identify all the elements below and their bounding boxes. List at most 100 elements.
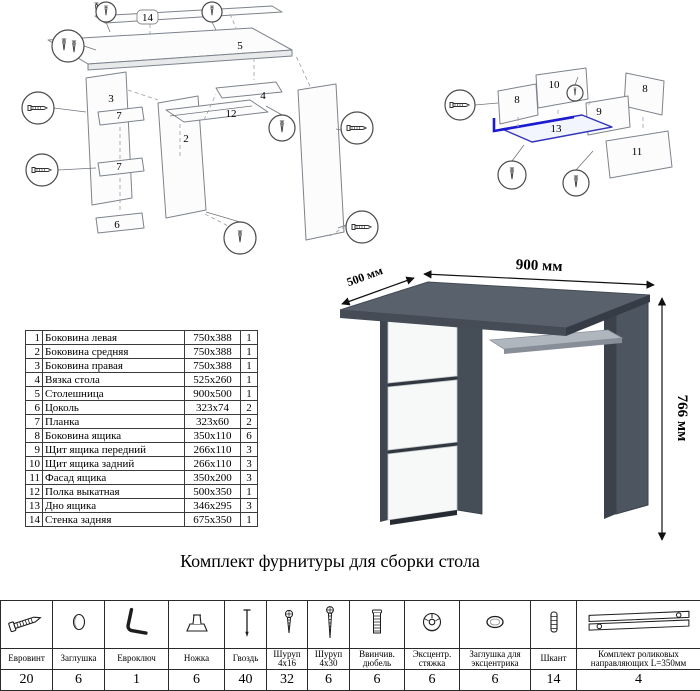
hardware-icon-cell — [350, 601, 405, 649]
drawer-front-2 — [388, 380, 457, 450]
hardware-qty: 6 — [169, 670, 225, 691]
panel-side-left-3 — [86, 72, 132, 205]
part-label-8a: 8 — [514, 94, 520, 106]
exploded-desk-panels — [48, 6, 344, 240]
parts-cell-size: 750x388 — [185, 331, 241, 345]
desk-body — [340, 282, 650, 525]
hardware-kit-title: Комплект фурнитуры для сборки стола — [0, 551, 660, 572]
parts-cell-size: 525x260 — [185, 373, 241, 387]
panel-back-wall-14 — [95, 6, 282, 23]
parts-cell-num: 9 — [26, 443, 43, 457]
hardware-qty: 40 — [225, 670, 267, 691]
hardware-label: Заглушка для эксцентрика — [460, 649, 531, 670]
part-label-11: 11 — [632, 146, 643, 158]
parts-cell-name: Полка выкатная — [43, 485, 185, 499]
hardware-qty: 32 — [267, 670, 308, 691]
part-label-8b: 8 — [642, 83, 648, 95]
parts-cell-qty: 1 — [241, 387, 258, 401]
parts-cell-qty: 1 — [241, 331, 258, 345]
shkant-icon — [532, 601, 576, 643]
parts-cell-name: Боковина ящика — [43, 429, 185, 443]
parts-cell-qty: 3 — [241, 499, 258, 513]
parts-cell-name: Вязка стола — [43, 373, 185, 387]
parts-cell-name: Щит ящика задний — [43, 457, 185, 471]
hardware-label: Ввинчив. дюбель — [350, 649, 405, 670]
panel-side-right-1 — [298, 84, 344, 240]
hardware-label: Евроключ — [105, 649, 169, 670]
hardware-qty: 14 — [531, 670, 577, 691]
part-label-4: 4 — [260, 90, 266, 102]
parts-cell-name: Боковина левая — [43, 331, 185, 345]
parts-cell-size: 350x110 — [185, 429, 241, 443]
parts-cell-qty: 2 — [241, 415, 258, 429]
hardware-qty: 6 — [460, 670, 531, 691]
euroscrew-icon — [5, 601, 49, 643]
parts-cell-name: Стенка задняя — [43, 513, 185, 527]
parts-cell-size: 500x350 — [185, 485, 241, 499]
parts-cell-size: 675x350 — [185, 513, 241, 527]
exploded-drawer-diagram: 10 8 8 9 13 11 — [438, 55, 700, 210]
hardware-icon-cell — [53, 601, 105, 649]
callout-dowel-drawer — [567, 85, 583, 101]
part-label-14: 14 — [142, 12, 154, 24]
cabinet-right-side — [457, 314, 482, 514]
foot-icon — [175, 601, 219, 643]
panel-plinth-6 — [96, 213, 144, 233]
part-label-13: 13 — [551, 123, 563, 135]
cap-icon — [57, 601, 101, 643]
callout-nail-right — [202, 2, 222, 22]
parts-cell-size: 323x60 — [185, 415, 241, 429]
part-label-10: 10 — [549, 79, 561, 91]
parts-cell-qty: 3 — [241, 457, 258, 471]
hardware-label: Комплект роликовых направляющих L=350мм — [577, 649, 700, 670]
part-label-7a: 7 — [116, 110, 122, 122]
part-label-9: 9 — [596, 106, 602, 118]
assembled-desk-render: 900 мм 500 мм 766 мм — [320, 258, 700, 558]
hardware-label: Шуруп 4х16 — [267, 649, 308, 670]
parts-cell-name: Столешница — [43, 387, 185, 401]
parts-cell-num: 11 — [26, 471, 43, 485]
callout-screw-drawer-left — [498, 161, 526, 189]
dim-label-width: 900 мм — [516, 258, 563, 275]
parts-cell-size: 266x110 — [185, 443, 241, 457]
hardware-qty: 6 — [405, 670, 460, 691]
hardware-label: Шуруп 4х30 — [308, 649, 350, 670]
parts-cell-qty: 1 — [241, 485, 258, 499]
parts-cell-size: 750x388 — [185, 345, 241, 359]
hardware-icon-cell — [531, 601, 577, 649]
callout-screw-drawer-right — [563, 170, 589, 196]
nail-icon — [225, 601, 267, 643]
parts-cell-num: 1 — [26, 331, 43, 345]
screw-short-icon — [267, 601, 308, 643]
cam-lock-icon — [410, 601, 454, 643]
parts-cell-num: 2 — [26, 345, 43, 359]
parts-cell-size: 350x200 — [185, 471, 241, 485]
hardware-qty: 20 — [1, 670, 53, 691]
parts-cell-qty: 3 — [241, 443, 258, 457]
parts-cell-size: 323x74 — [185, 401, 241, 415]
cabinet-left-edge — [380, 319, 388, 522]
parts-cell-name: Цоколь — [43, 401, 185, 415]
hardware-qty: 1 — [105, 670, 169, 691]
parts-cell-num: 12 — [26, 485, 43, 499]
part-label-7b: 7 — [116, 161, 122, 173]
parts-cell-qty: 1 — [241, 373, 258, 387]
parts-cell-num: 5 — [26, 387, 43, 401]
drawer-front-3 — [388, 446, 457, 520]
parts-cell-qty: 1 — [241, 513, 258, 527]
hardware-qty: 6 — [350, 670, 405, 691]
